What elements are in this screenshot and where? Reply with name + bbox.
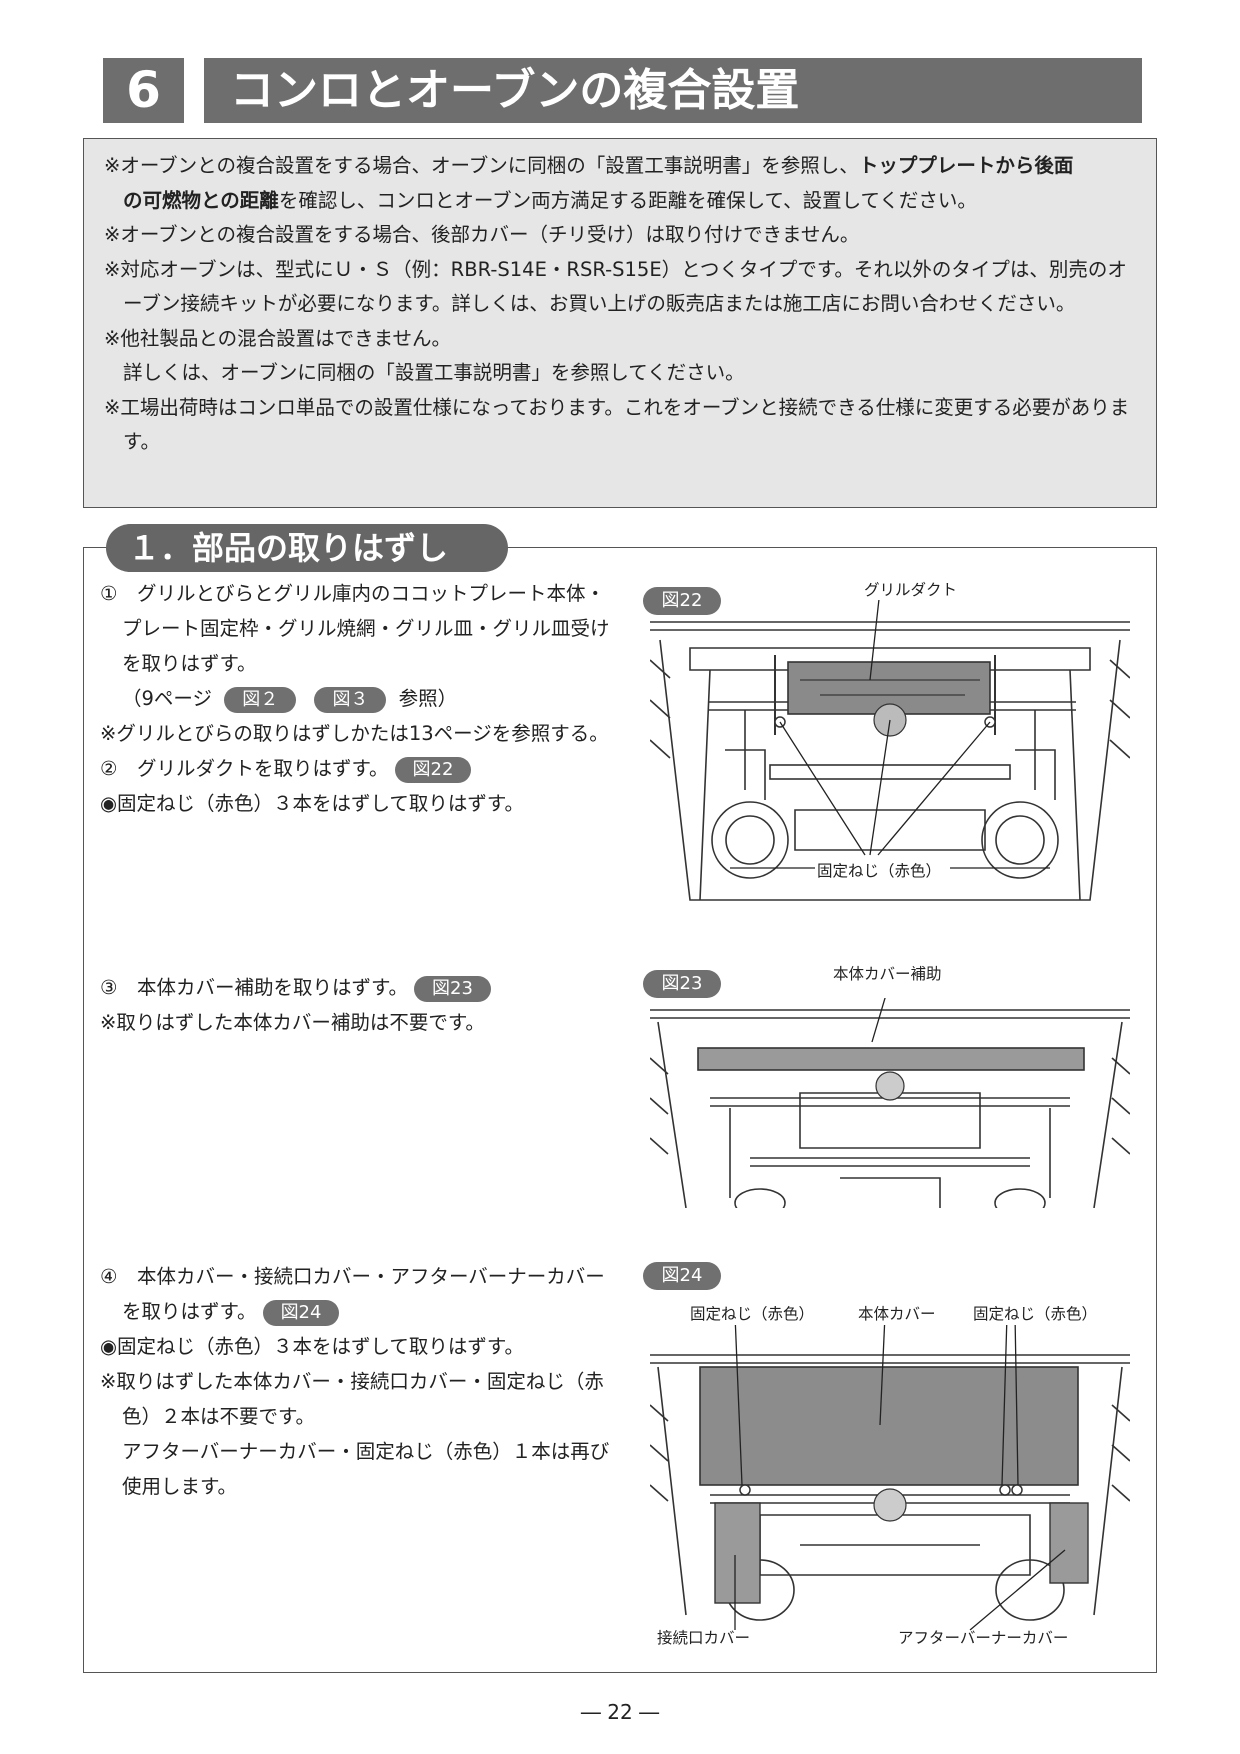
fig23-tag: 図23	[643, 970, 721, 998]
step-4: ④ 本体カバー・接続口カバー・アフターバーナーカバーを取りはずす。図24	[100, 1259, 610, 1329]
notice-item-1-cont: の可燃物との距離を確認し、コンロとオーブン両方満足する距離を確保して、設置してく…	[123, 188, 977, 212]
fig24-illustration	[650, 1325, 1130, 1631]
notice-item-2: ※オーブンとの複合設置をする場合、後部カバー（チリ受け）は取り付けできません。	[104, 223, 860, 246]
step-2-detail: ◉固定ねじ（赤色）３本をはずして取りはずす。	[100, 792, 524, 815]
step-1-ref: （9ページ 図２ 図３ 参照）	[100, 681, 610, 716]
step-3: ③ 本体カバー補助を取りはずす。図23	[100, 970, 610, 1005]
fig-ref-tag-22: 図22	[394, 756, 472, 783]
notice-item-5: ※工場出荷時はコンロ単品での設置仕様になっております。これをオーブンと接続できる…	[104, 395, 1130, 454]
fig23-illustration	[650, 998, 1130, 1208]
fig24-connection-cover	[714, 1502, 761, 1604]
step-2: ② グリルダクトを取りはずす。図22	[100, 751, 610, 786]
steps-block-2: ③ 本体カバー補助を取りはずす。図23 ※取りはずした本体カバー補助は不要です。	[100, 970, 610, 1040]
fig-ref-tag-23: 図23	[414, 975, 491, 1002]
page-number: ― 22 ―	[580, 1700, 660, 1724]
step-3-note: ※取りはずした本体カバー補助は不要です。	[100, 1011, 485, 1034]
fig22-label-screws: 固定ねじ（赤色）	[817, 862, 942, 880]
step-4-note: ※取りはずした本体カバー・接続口カバー・固定ねじ（赤色）２本は不要です。	[100, 1370, 604, 1428]
notice-item-4-cont: 詳しくは、オーブンに同梱の「設置工事説明書」を参照してください。	[123, 361, 745, 384]
chapter-number: 6	[103, 58, 184, 123]
fig24-label-body-cover: 本体カバー	[858, 1305, 936, 1323]
fig22-tag: 図22	[643, 587, 721, 615]
fig24-label-screw-left: 固定ねじ（赤色）	[690, 1305, 815, 1323]
fig22-illustration	[650, 600, 1130, 901]
notice-box: ※オーブンとの複合設置をする場合、オーブンに同梱の「設置工事説明書」を参照し、ト…	[83, 138, 1157, 508]
notice-item-3: ※対応オーブンは、型式にＵ・Ｓ（例：RBR-S14E・RSR-S15E）とつくタ…	[104, 257, 1127, 316]
fig24-afterburner-cover	[1049, 1502, 1089, 1584]
fig24-body-cover	[699, 1366, 1079, 1486]
step-4-detail: ◉固定ねじ（赤色）３本をはずして取りはずす。	[100, 1335, 524, 1358]
fig24-label-conn-cover: 接続口カバー	[657, 1629, 751, 1647]
notice-item-1: ※オーブンとの複合設置をする場合、オーブンに同梱の「設置工事説明書」を参照し、ト…	[104, 154, 1074, 177]
section-frame	[83, 547, 1157, 1673]
section-title: １．部品の取りはずし	[106, 524, 508, 572]
fig22-label-duct: グリルダクト	[864, 581, 958, 599]
steps-block-1: ① グリルとびらとグリル庫内のココットプレート本体・プレート固定枠・グリル焼網・…	[100, 576, 610, 821]
fig23-cover-aux-part	[697, 1047, 1085, 1071]
fig24-tag: 図24	[643, 1262, 721, 1290]
step-1-note: ※グリルとびらの取りはずしかたは13ページを参照する。	[100, 722, 609, 745]
fig-ref-tag-24: 図24	[262, 1299, 340, 1326]
step-4-note-2: アフターバーナーカバー・固定ねじ（赤色）１本は再び使用します。	[122, 1440, 610, 1498]
steps-block-3: ④ 本体カバー・接続口カバー・アフターバーナーカバーを取りはずす。図24 ◉固定…	[100, 1259, 610, 1504]
fig23-label-cover-aux: 本体カバー補助	[833, 965, 942, 983]
step-1: ① グリルとびらとグリル庫内のココットプレート本体・プレート固定枠・グリル焼網・…	[100, 582, 610, 675]
fig24-label-afterburner: アフターバーナーカバー	[898, 1629, 1069, 1647]
notice-item-4: ※他社製品との混合設置はできません。	[104, 326, 452, 350]
fig24-label-screw-right: 固定ねじ（赤色）	[973, 1305, 1098, 1323]
fig-ref-tag-2: 図２	[224, 686, 297, 713]
fig-ref-tag-3: 図３	[314, 686, 387, 713]
page-title: コンロとオーブンの複合設置	[204, 58, 1142, 123]
